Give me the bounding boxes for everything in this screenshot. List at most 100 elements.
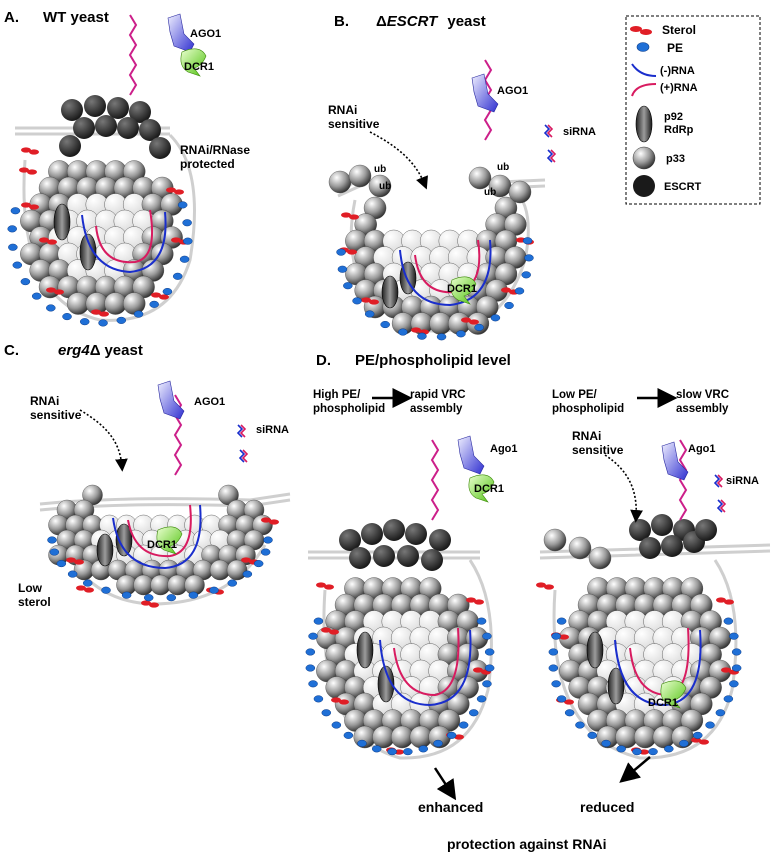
panel-d-reduced: reduced: [580, 799, 634, 815]
pe-lipid: [723, 617, 734, 625]
arrow-reduced: [619, 756, 651, 783]
legend-neg-rna-icon: [631, 63, 657, 77]
panel-a-protected-1: RNAi/RNase: [180, 143, 250, 157]
escrt-particle: [129, 101, 151, 123]
legend-label-escrt: ESCRT: [664, 181, 702, 193]
pe-lipid: [551, 680, 561, 688]
sterol-lipid: [474, 599, 484, 605]
pe-lipid: [98, 319, 108, 327]
pe-lipid: [20, 278, 31, 286]
escrt-particle: [107, 97, 129, 119]
sterol-lipid: [99, 311, 109, 317]
pe-lipid: [242, 570, 253, 578]
rna-strand: [127, 504, 192, 558]
pe-lipid: [305, 664, 316, 672]
sterol-lipid: [84, 587, 94, 593]
panel-b-rnai-1: RNAi: [328, 103, 357, 117]
p92-rdrp: [115, 523, 133, 557]
p92-rdrp: [607, 667, 625, 705]
panel-b-ub-1: ub: [374, 164, 386, 175]
pe-lipid: [723, 695, 734, 703]
panel-b-ub-3: ub: [497, 162, 509, 173]
panel-d-low-1: Low PE/: [552, 389, 598, 401]
pe-lipid: [10, 207, 21, 215]
p33-particle: [368, 174, 392, 198]
sterol-lipid: [54, 289, 64, 295]
panel-a-protected-2: protected: [180, 157, 235, 171]
pe-lipid: [49, 548, 60, 556]
pe-lipid: [336, 248, 346, 256]
legend-p33-icon: [632, 146, 656, 170]
pe-lipid: [313, 695, 324, 703]
sterol-lipid: [29, 204, 39, 210]
pe-lipid: [188, 591, 199, 599]
pe-lipid: [403, 748, 413, 756]
escrt-particle: [117, 117, 139, 139]
panel-b-dcr1-label: DCR1: [447, 283, 477, 295]
sterol-lipid: [47, 239, 57, 245]
sterol-lipid: [151, 292, 161, 298]
sterol-lipid: [29, 149, 39, 155]
p92-rdrp: [53, 203, 71, 241]
pe-lipid: [227, 579, 238, 587]
sterol-lipid: [339, 699, 349, 705]
pe-lipid: [575, 721, 585, 729]
pe-lipid: [632, 748, 642, 756]
p33-particle: [588, 546, 612, 570]
sterol-lipid: [361, 297, 371, 303]
pe-lipid: [308, 680, 318, 688]
p92-rdrp: [586, 631, 604, 669]
ago1-protein: [661, 441, 689, 481]
rna-strand: [614, 629, 702, 707]
sterol-lipid: [454, 734, 464, 740]
panel-d-dcr1-right: DCR1: [648, 697, 678, 709]
panel-b-letter: B.: [334, 13, 349, 30]
pe-lipid: [331, 721, 342, 729]
legend-p92-icon: [635, 105, 653, 143]
pe-lipid: [121, 591, 132, 599]
escrt-particle: [383, 519, 405, 541]
pe-lipid: [522, 237, 533, 245]
panel-c-letter: C.: [4, 342, 19, 359]
panel-c-dcr1-label: DCR1: [147, 539, 177, 551]
pe-lipid: [313, 617, 324, 625]
protein-particles: [20, 95, 732, 749]
pe-lipid: [731, 664, 742, 672]
pe-lipid: [133, 310, 144, 318]
sterol-lipid: [341, 212, 351, 218]
panel-d-rapid-2: assembly: [410, 403, 463, 415]
panel-c-low-2: sterol: [18, 595, 51, 609]
pe-lipid: [601, 739, 611, 747]
sterol-lipid: [39, 237, 49, 243]
sterol-lipid: [27, 169, 37, 175]
panel-a-letter: A.: [4, 9, 19, 26]
pe-lipid: [321, 709, 332, 717]
p33-particle: [508, 180, 532, 204]
sterol-lipid: [349, 214, 359, 220]
ago1-protein: [457, 435, 485, 475]
panel-d-high-1: High PE/: [313, 389, 361, 401]
pe-lipid: [521, 271, 531, 279]
legend-label-p92: p92: [664, 111, 683, 123]
panel-d-sirna-right: siRNA: [726, 475, 759, 487]
sterol-lipid: [21, 202, 31, 208]
sterol-lipid: [74, 559, 84, 565]
pe-lipid: [337, 265, 348, 273]
pe-lipid: [67, 570, 78, 578]
legend-label-sterol: Sterol: [662, 23, 696, 37]
sterol-lipid: [171, 237, 181, 243]
sterol-lipid: [269, 519, 279, 525]
sterol-lipid: [369, 299, 379, 305]
panel-d-ago1-left: Ago1: [490, 443, 518, 455]
rna-strand: [678, 439, 688, 521]
dcr1-protein: [468, 474, 495, 503]
pe-lipid: [436, 333, 447, 341]
pe-lipid: [679, 739, 689, 747]
sirna: [546, 124, 554, 138]
legend: Sterol PE (-)RNA (+)RNA p92 RdRp p33 ESC…: [625, 15, 761, 205]
escrt-particle: [405, 523, 427, 545]
pe-lipid: [417, 332, 427, 340]
sirna: [713, 474, 721, 488]
